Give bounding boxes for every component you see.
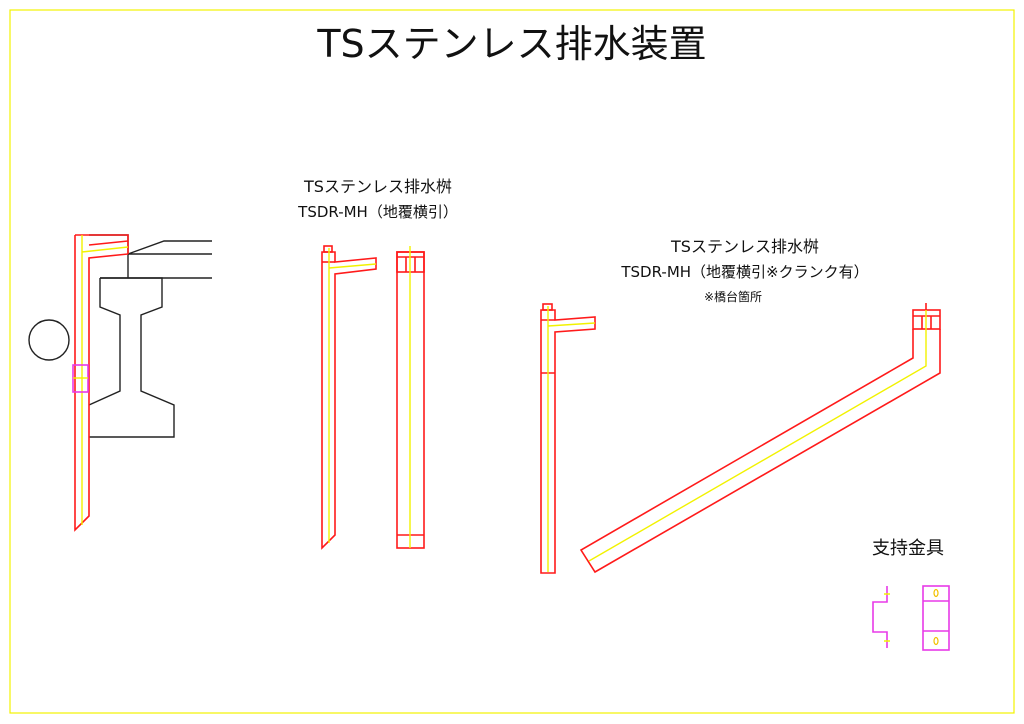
pipe-circle — [28, 319, 70, 361]
drawing1-model: TSDR-MH（地覆横引） — [297, 203, 458, 221]
drawing2-side-view — [540, 303, 596, 574]
drawing1-side-view — [321, 245, 377, 550]
bracket-title: 支持金具 — [872, 538, 944, 559]
girder-i-beam — [88, 277, 175, 438]
drawing2-crank-view — [579, 303, 941, 574]
drain-centerline — [81, 235, 129, 525]
support-bracket-views — [872, 585, 950, 651]
drawing2-title: TSステンレス排水桝 — [670, 237, 819, 256]
installation-section-view — [28, 234, 212, 532]
drawing1-title: TSステンレス排水桝 — [303, 177, 452, 196]
drawing2-model: TSDR-MH（地覆横引※クランク有） — [620, 263, 868, 281]
drawing2-note: ※橋台箇所 — [704, 289, 762, 304]
drawing1-front-view — [396, 246, 425, 549]
sheet-border — [9, 9, 1015, 714]
page-title: TSステンレス排水装置 — [316, 22, 706, 66]
